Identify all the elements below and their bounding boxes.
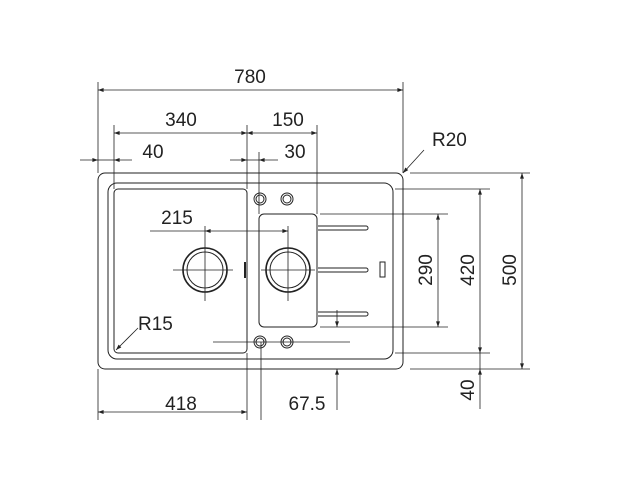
dim-left-margin: 40 — [142, 142, 163, 163]
drain-left — [173, 226, 233, 301]
dim-divider-gap: 30 — [284, 142, 305, 163]
dim-small-bowl-width: 150 — [272, 110, 304, 131]
extension-lines — [97, 82, 530, 420]
dim-corner-radius-bowl: R15 — [138, 314, 173, 335]
dim-small-bowl-offset: 67.5 — [289, 394, 326, 415]
dim-left-bowl-offset: 418 — [165, 394, 197, 415]
dim-overall-width: 780 — [234, 67, 266, 88]
dimension-lines — [80, 88, 524, 414]
small-bowl — [258, 213, 318, 328]
drainer-ribs — [318, 225, 386, 317]
sink-outline — [97, 172, 404, 370]
dim-bottom-margin: 40 — [458, 379, 479, 400]
drain-right — [261, 226, 315, 301]
dim-small-bowl-depth: 290 — [416, 254, 437, 286]
dim-overall-depth: 500 — [500, 254, 521, 286]
dim-inner-depth: 420 — [458, 254, 479, 286]
dim-left-bowl-width: 340 — [165, 110, 197, 131]
dim-drain-spacing: 215 — [161, 208, 193, 229]
dim-corner-radius-outer: R20 — [432, 130, 467, 151]
main-bowl — [113, 188, 248, 354]
